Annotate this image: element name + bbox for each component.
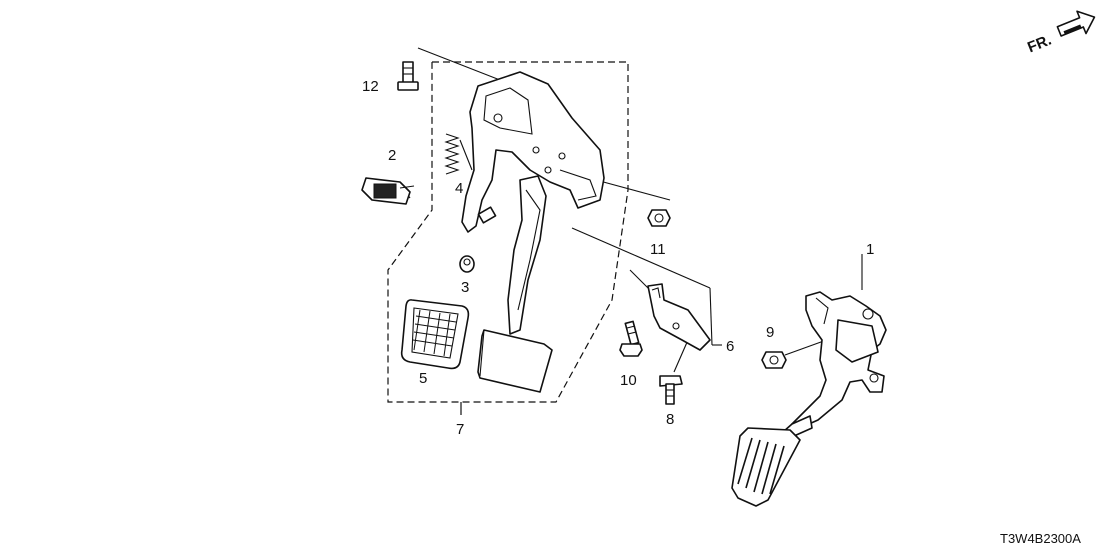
accelerator-pedal-assembly-1 <box>731 291 887 507</box>
callout-8: 8 <box>666 411 674 428</box>
callout-9: 9 <box>766 324 774 341</box>
front-arrow-icon <box>1056 10 1096 37</box>
brake-pedal-assembly-outline <box>387 61 629 415</box>
front-label: FR. <box>1025 32 1054 57</box>
bolt-8 <box>659 375 683 405</box>
front-direction-indicator: FR. <box>1025 10 1096 57</box>
callout-6: 6 <box>726 338 734 355</box>
callout-labels: 1 2 3 4 5 6 7 8 9 10 11 12 <box>362 78 874 438</box>
bracket-6 <box>647 283 711 351</box>
callout-5: 5 <box>419 370 427 387</box>
callout-3: 3 <box>461 279 469 296</box>
stop-switch-2 <box>361 177 415 205</box>
bolt-10 <box>619 320 643 357</box>
brake-pedal-assembly-7 <box>461 71 605 393</box>
spring-4 <box>444 133 473 175</box>
callout-1: 1 <box>866 241 874 258</box>
bolt-12 <box>397 61 419 91</box>
callout-10: 10 <box>620 372 637 389</box>
callout-7: 7 <box>456 421 464 438</box>
callout-4: 4 <box>455 180 463 197</box>
pedal-pad-5 <box>400 299 470 370</box>
clip-3 <box>459 255 475 273</box>
nut-9 <box>761 351 787 369</box>
callout-12: 12 <box>362 78 379 95</box>
nut-11 <box>647 209 671 227</box>
callout-11: 11 <box>650 241 666 258</box>
callout-2: 2 <box>388 147 396 164</box>
diagram-code: T3W4B2300A <box>1000 531 1081 546</box>
